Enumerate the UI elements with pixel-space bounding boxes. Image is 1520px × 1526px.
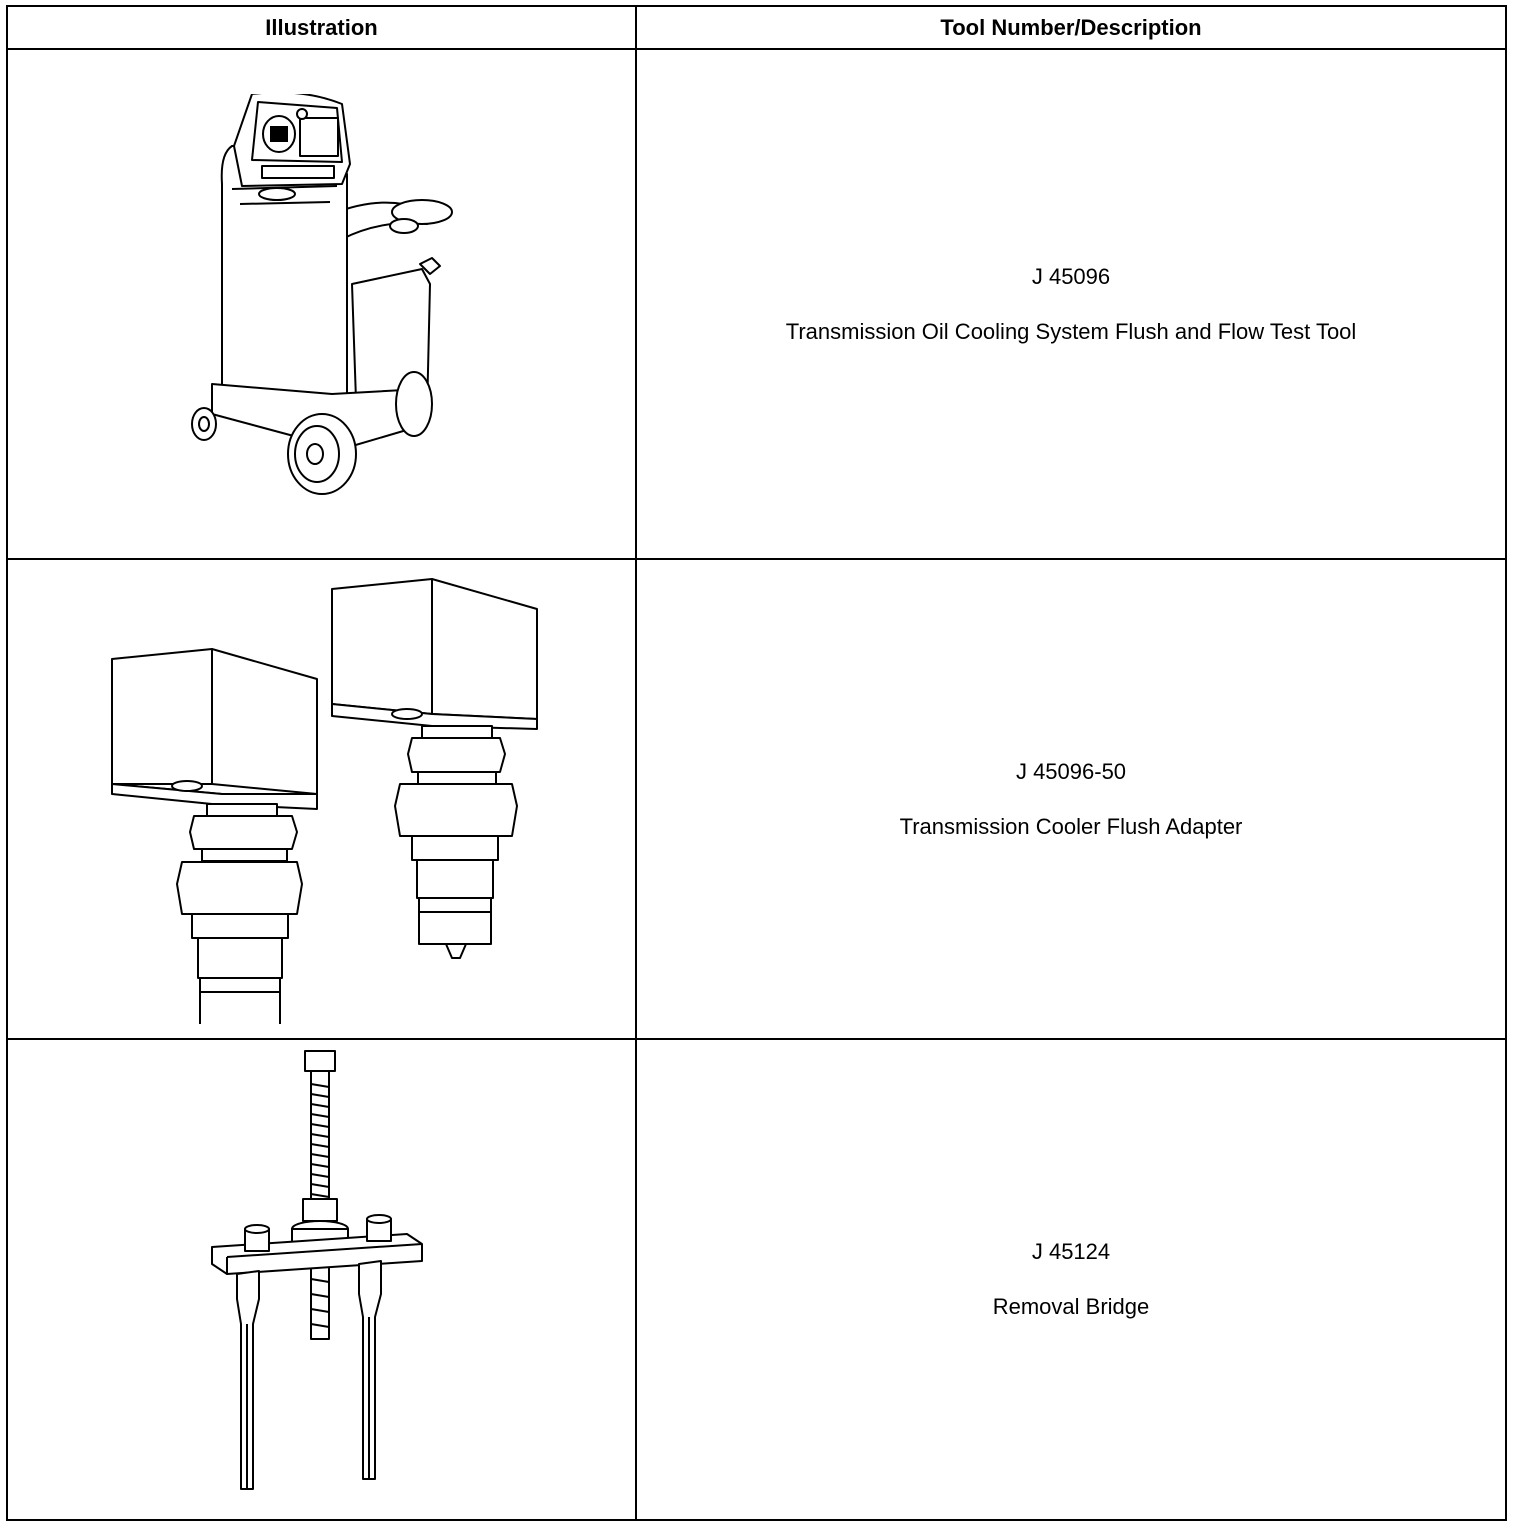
special-tools-table: Illustration Tool Number/Description [6, 4, 1507, 1522]
tool-header: Tool Number/Description [635, 4, 1507, 51]
forcing-screw [290, 1050, 349, 1341]
removal-bridge-icon [210, 1050, 423, 1491]
flush-machine-icon [190, 94, 453, 496]
tool-number: J 45124 [1031, 1238, 1111, 1264]
tool-description: Transmission Cooler Flush Adapter [899, 813, 1243, 839]
tool-cell: J 45096 Transmission Oil Cooling System … [635, 48, 1507, 561]
cooler-adapter-icon [110, 578, 538, 1025]
tool-description: Transmission Oil Cooling System Flush an… [785, 318, 1357, 344]
illustration-cell [6, 1037, 637, 1522]
adapter-right [330, 578, 538, 960]
table-row: J 45124 Removal Bridge [6, 1037, 1507, 1522]
illustration-cell [6, 48, 637, 561]
tool-cell: J 45096-50 Transmission Cooler Flush Ada… [635, 558, 1507, 1040]
table-header-row: Illustration Tool Number/Description [6, 4, 1507, 51]
table-row: J 45096 Transmission Oil Cooling System … [6, 48, 1507, 561]
tool-description: Removal Bridge [992, 1293, 1150, 1319]
adapter-left [110, 648, 318, 1025]
tool-cell: J 45124 Removal Bridge [635, 1037, 1507, 1522]
illustration-header: Illustration [6, 4, 637, 51]
tool-number: J 45096 [1031, 263, 1111, 289]
illustration-cell [6, 558, 637, 1040]
tool-number: J 45096-50 [1015, 758, 1127, 784]
table-row: J 45096-50 Transmission Cooler Flush Ada… [6, 558, 1507, 1040]
